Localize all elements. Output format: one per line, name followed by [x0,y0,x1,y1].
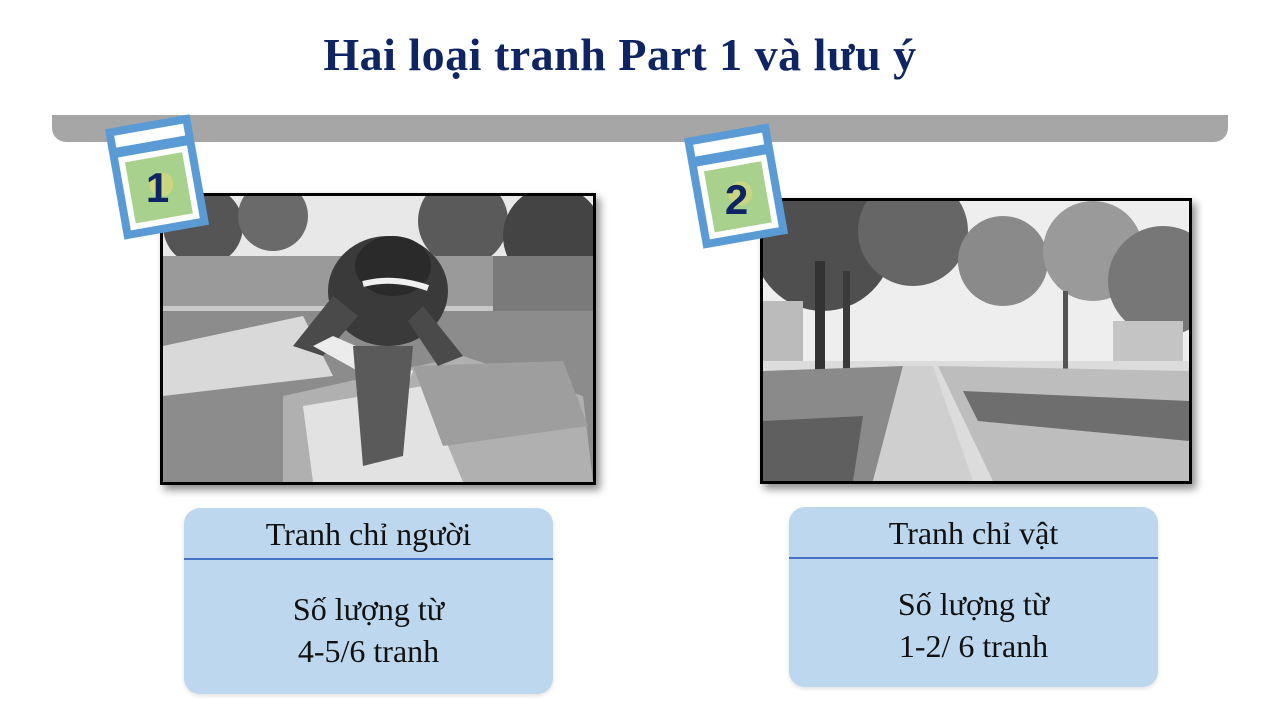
photo-person [160,193,596,485]
slide-title: Hai loại tranh Part 1 và lưu ý [323,29,917,80]
timeline-bar [52,115,1228,142]
badge-number: 1 [145,164,170,211]
number-badge-2: 2 [679,116,794,256]
card-body: Số lượng từ 1-2/ 6 tranh [789,559,1158,667]
calendar-badge-icon [683,123,789,249]
info-card-people: Tranh chỉ người Số lượng từ 4-5/6 tranh [184,508,553,694]
card-body-line: Số lượng từ [292,591,445,627]
info-card-objects: Tranh chỉ vật Số lượng từ 1-2/ 6 tranh [789,507,1158,687]
calendar-badge-icon [104,114,210,240]
card-header: Tranh chỉ vật [789,507,1158,559]
badge-number: 2 [724,176,749,223]
person-photo-image [163,196,593,482]
card-body-line: Số lượng từ [897,586,1050,622]
card-body: Số lượng từ 4-5/6 tranh [184,560,553,672]
card-body-line: 4-5/6 tranh [297,633,440,669]
card-body-line: 1-2/ 6 tranh [898,628,1049,664]
street-photo-image [763,201,1189,481]
photo-street [760,198,1192,484]
card-header: Tranh chỉ người [184,508,553,560]
number-badge-1: 1 [100,107,215,247]
